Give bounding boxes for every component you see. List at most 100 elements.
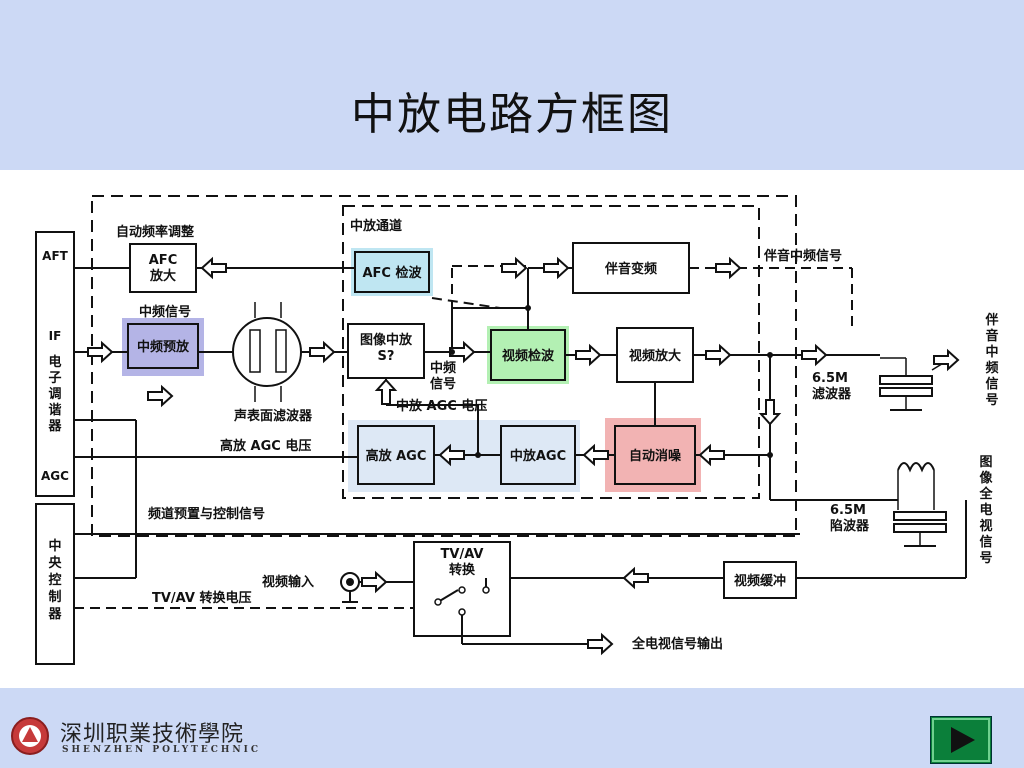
anc-label: 自动消噪 — [629, 448, 682, 464]
vid-buf-label: 视频缓冲 — [734, 573, 786, 589]
afc-det-label: AFC 检波 — [362, 265, 422, 281]
vertical-char: 全 — [978, 486, 993, 502]
aft-label: AFT — [42, 249, 68, 263]
block-arrow — [374, 378, 398, 405]
tvav-switch-symbol — [434, 578, 490, 616]
block-arrow — [361, 570, 388, 594]
block-arrow — [87, 340, 114, 364]
hf-agc-label: 高放 AGC — [366, 448, 427, 464]
block-arrow — [587, 632, 614, 656]
vertical-char: 音 — [985, 328, 998, 344]
vertical-char: 伴 — [984, 312, 998, 328]
vertical-char: 信 — [979, 534, 992, 550]
vertical-char: 视 — [979, 518, 992, 534]
saw-label: 声表面滤波器 — [233, 408, 313, 424]
if-agc-v-label: 中放 AGC 电压 — [396, 398, 487, 414]
vertical-char: 电 — [48, 354, 61, 370]
saw-filter-symbol — [232, 302, 302, 402]
vertical-char: 谐 — [48, 402, 61, 418]
block-arrow — [200, 256, 227, 280]
block-arrow — [933, 348, 960, 372]
vertical-char: 号 — [979, 551, 992, 566]
if-signal-label: 中频信号 — [139, 304, 191, 320]
sound-out-vertical-label: 伴音中频信号 — [984, 312, 998, 408]
school-name-cn: 深圳职業技術學院 — [60, 722, 245, 747]
if-channel-label: 中放通道 — [350, 218, 402, 234]
play-triangle-icon — [932, 718, 990, 762]
if-label: IF — [49, 329, 62, 343]
if-channel-frame — [342, 205, 760, 499]
highlight-if-preamp — [122, 318, 204, 376]
if-preamp-box — [127, 323, 199, 369]
vertical-char: 中 — [985, 344, 998, 360]
sound-if-label: 伴音中频信号 — [763, 248, 842, 264]
vertical-char: 电 — [979, 502, 992, 518]
school-logo-icon — [11, 717, 49, 755]
if-sig2-label: 中频信号 — [430, 360, 456, 392]
img-if-box — [347, 323, 425, 379]
vid-det-label: 视频检波 — [502, 348, 555, 364]
vertical-char: 器 — [47, 607, 62, 622]
highlight-vid-det — [487, 326, 569, 384]
vertical-char: 控 — [48, 572, 61, 588]
vid-amp-label: 视频放大 — [629, 348, 681, 364]
vertical-char: 调 — [48, 387, 61, 402]
school-name-en: SHENZHEN POLYTECHNIC — [62, 745, 261, 755]
block-arrow — [622, 566, 649, 590]
footer-band — [0, 688, 1024, 768]
vertical-char: 中 — [48, 538, 61, 554]
afc-adjust-label: 自动频率调整 — [116, 224, 195, 240]
snd-conv-label: 伴音变频 — [604, 261, 657, 277]
vid-amp-box — [616, 327, 694, 383]
cpu-box — [35, 503, 75, 665]
vertical-char: 号 — [985, 393, 998, 408]
block-arrow — [575, 343, 602, 367]
tuner-box — [35, 231, 75, 497]
block-arrow — [715, 256, 742, 280]
afc-det-box — [354, 251, 430, 293]
block-arrow — [147, 384, 174, 408]
vertical-char: 图 — [979, 455, 992, 470]
afc-amp-box — [129, 243, 197, 293]
vertical-char: 制 — [48, 589, 61, 605]
vertical-char: 央 — [48, 555, 62, 571]
snd-conv-box — [572, 242, 690, 294]
block-arrow — [705, 343, 732, 367]
vertical-char: 频 — [985, 360, 998, 376]
block-arrow — [801, 343, 828, 367]
vid-buf-box — [723, 561, 797, 599]
hf-agc-v-label: 高放 AGC 电压 — [220, 438, 311, 454]
tvav-v-label: TV/AV 转换电压 — [152, 590, 251, 606]
highlight-afc-det — [351, 248, 433, 296]
agc-label: AGC — [41, 469, 69, 483]
block-arrow — [758, 399, 782, 426]
video-input-jack — [340, 572, 360, 592]
vertical-char: 子 — [48, 371, 61, 386]
full-out-label: 全电视信号输出 — [631, 636, 723, 652]
next-slide-button[interactable] — [930, 716, 992, 764]
block-arrow — [543, 256, 570, 280]
block-arrow — [309, 340, 336, 364]
block-arrow — [501, 256, 528, 280]
outer-dashed-frame — [91, 195, 797, 537]
highlight-anc — [605, 418, 701, 492]
channel-ctrl-label: 频道预置与控制信号 — [148, 506, 265, 522]
if-agc-label: 中放AGC — [510, 448, 566, 464]
filter-65-symbol — [879, 357, 946, 411]
block-arrow — [438, 443, 465, 467]
video-in-label: 视频输入 — [262, 574, 314, 590]
vertical-char: 信 — [985, 376, 998, 392]
vertical-char: 器 — [47, 419, 62, 434]
trap-65-symbol — [893, 462, 947, 547]
block-arrow — [449, 340, 476, 364]
block-arrow — [698, 443, 725, 467]
slide-title: 中放电路方框图 — [351, 89, 673, 140]
